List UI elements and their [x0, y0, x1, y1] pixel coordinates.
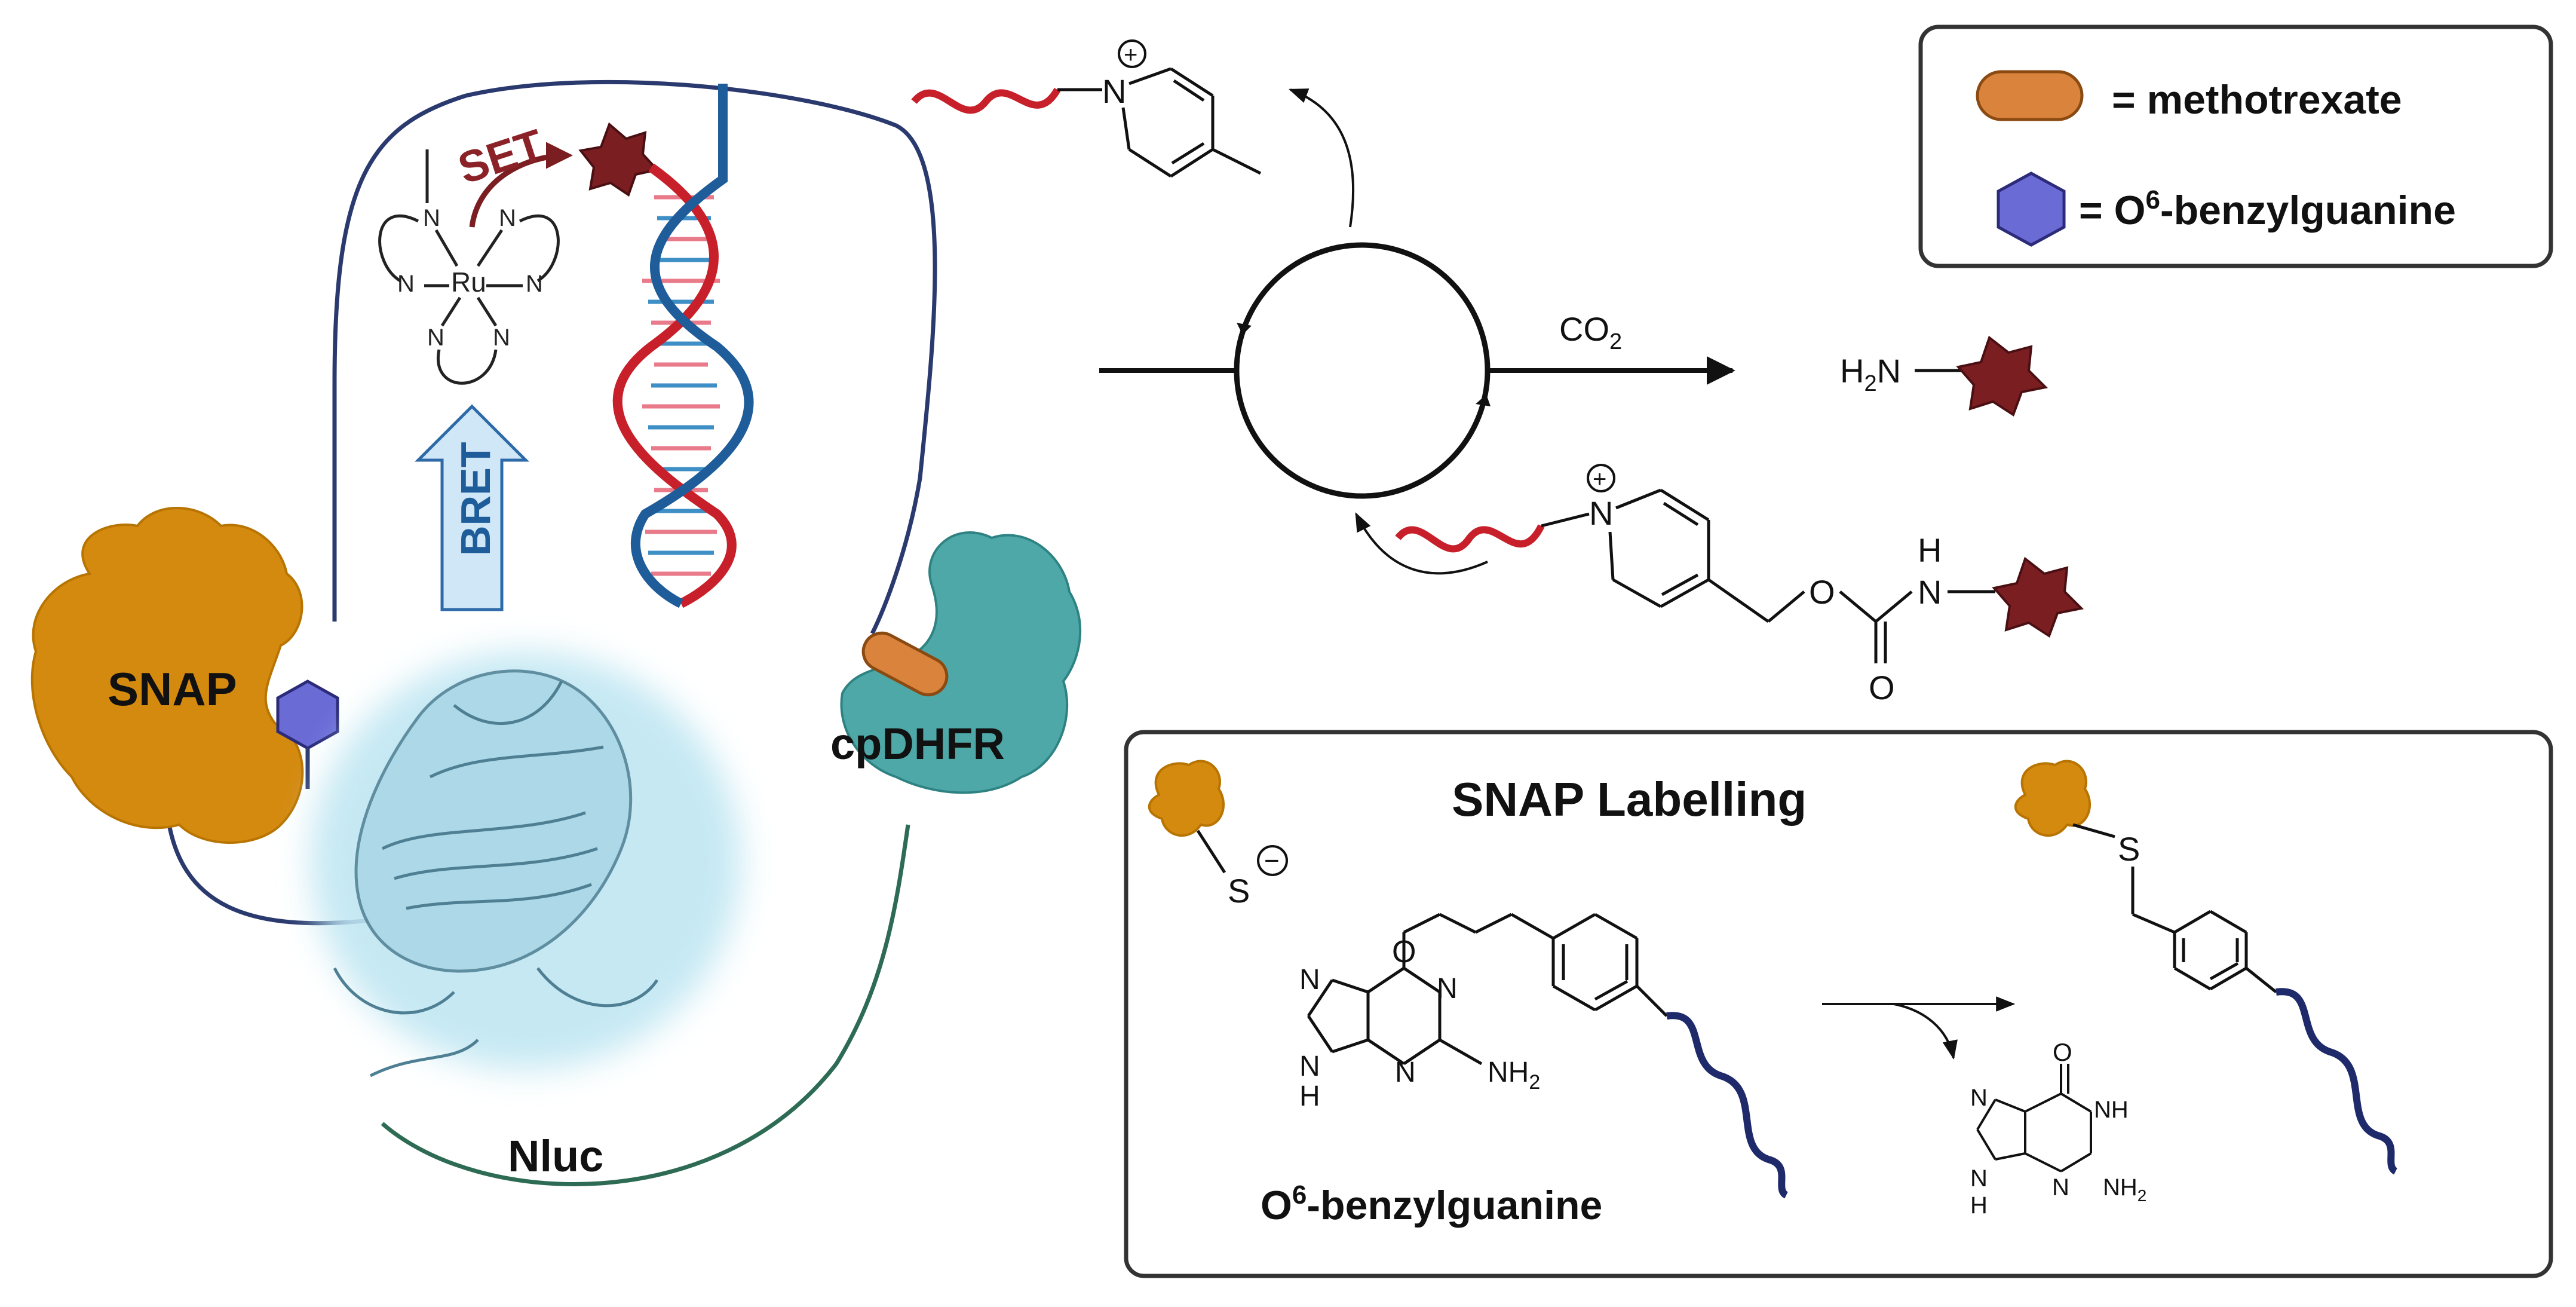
ru-label: Ru	[451, 267, 486, 298]
linker-green	[381, 824, 910, 1187]
substrate-carbamate: N + O N H O	[1395, 464, 2084, 706]
svg-text:O: O	[1869, 669, 1895, 706]
svg-text:N: N	[1299, 1051, 1320, 1082]
legend-methotrexate-label: = methotrexate	[2112, 77, 2402, 123]
legend-benzylguanine-swatch	[1997, 172, 2066, 247]
ru-complex: Ru N N N N N N	[378, 149, 560, 385]
svg-text:H: H	[1299, 1081, 1320, 1112]
release-curve	[1893, 1003, 1958, 1060]
legend-methotrexate-swatch	[1976, 70, 2084, 121]
svg-text:N: N	[1970, 1165, 1988, 1192]
svg-text:N: N	[1395, 1057, 1416, 1088]
mini-snap-right	[2014, 760, 2092, 837]
svg-text:H: H	[1918, 531, 1942, 569]
svg-text:N: N	[1589, 494, 1613, 532]
amine-product: H2N	[1840, 335, 2048, 417]
svg-text:N: N	[1299, 964, 1320, 996]
legend-benzylguanine-label: = O6-benzylguanine	[2079, 185, 2456, 233]
nh2-label: NH2	[1488, 1057, 1540, 1094]
svg-text:N: N	[427, 325, 444, 351]
cargo-star	[578, 122, 660, 197]
benzylguanine-structure	[1307, 913, 1668, 1066]
mini-snap-left	[1148, 760, 1225, 837]
methotrexate-pill	[861, 631, 949, 697]
svg-text:O: O	[2053, 1038, 2072, 1066]
snap-label: SNAP	[108, 663, 237, 715]
svg-text:+: +	[1593, 466, 1606, 492]
release-arrow	[1289, 88, 1355, 228]
guanine-nh2: NH2	[2103, 1174, 2146, 1205]
svg-text:−: −	[1264, 846, 1280, 876]
snap-labelling-panel: SNAP Labelling S −	[1124, 730, 2553, 1278]
svg-text:H: H	[1970, 1192, 1988, 1219]
bret-arrow: BRET	[414, 404, 530, 611]
amine-cargo-star	[1956, 335, 2048, 417]
bret-label: BRET	[452, 442, 499, 556]
svg-text:N: N	[397, 271, 415, 297]
svg-text:N: N	[1918, 573, 1942, 611]
released-pyridinium: N +	[911, 39, 1262, 178]
svg-text:N: N	[493, 325, 510, 351]
benzylguanine-hexagon	[276, 679, 339, 750]
svg-text:O: O	[1392, 935, 1416, 969]
svg-text:S: S	[2118, 830, 2140, 868]
product-tail	[2276, 988, 2398, 1175]
amine-label: H2N	[1840, 352, 1901, 396]
svg-text:N: N	[1970, 1085, 1988, 1111]
sensor-construct: SNAP Nluc cpDHFR BRET Ru	[30, 79, 1082, 1187]
cycle-circle	[1234, 242, 1491, 499]
svg-text:S: S	[1228, 872, 1250, 910]
set-label: SET	[452, 120, 550, 193]
dna-helix	[612, 84, 754, 608]
benzylguanine-name: O6-benzylguanine	[1261, 1180, 1602, 1228]
cpdhfr-protein	[840, 531, 1082, 794]
guanine-byproduct	[1976, 1064, 2092, 1173]
linker-navy	[332, 79, 937, 635]
co2-label: CO2	[1559, 310, 1622, 354]
nluc-protein	[333, 669, 659, 1078]
svg-text:N: N	[2052, 1174, 2069, 1201]
svg-text:N: N	[499, 205, 516, 231]
legend-box: = methotrexate = O6-benzylguanine	[1918, 25, 2553, 268]
svg-text:N: N	[1102, 72, 1126, 110]
entry-arrow	[1355, 512, 1488, 575]
set-arrow	[469, 142, 573, 228]
catalytic-cycle: CO2 N +	[911, 39, 2084, 706]
nluc-label: Nluc	[508, 1131, 603, 1181]
substrate-cargo-star	[1992, 556, 2084, 638]
labelled-product	[2072, 823, 2277, 993]
cpdhfr-label: cpDHFR	[830, 719, 1005, 769]
svg-text:+: +	[1124, 42, 1137, 68]
snap-labelling-title: SNAP Labelling	[1452, 773, 1807, 826]
svg-text:NH: NH	[2094, 1097, 2129, 1123]
svg-text:O: O	[1809, 573, 1835, 611]
svg-text:N: N	[526, 271, 543, 297]
svg-text:N: N	[1437, 973, 1458, 1005]
benzylguanine-tail	[1666, 1012, 1789, 1199]
svg-text:N: N	[423, 205, 440, 231]
